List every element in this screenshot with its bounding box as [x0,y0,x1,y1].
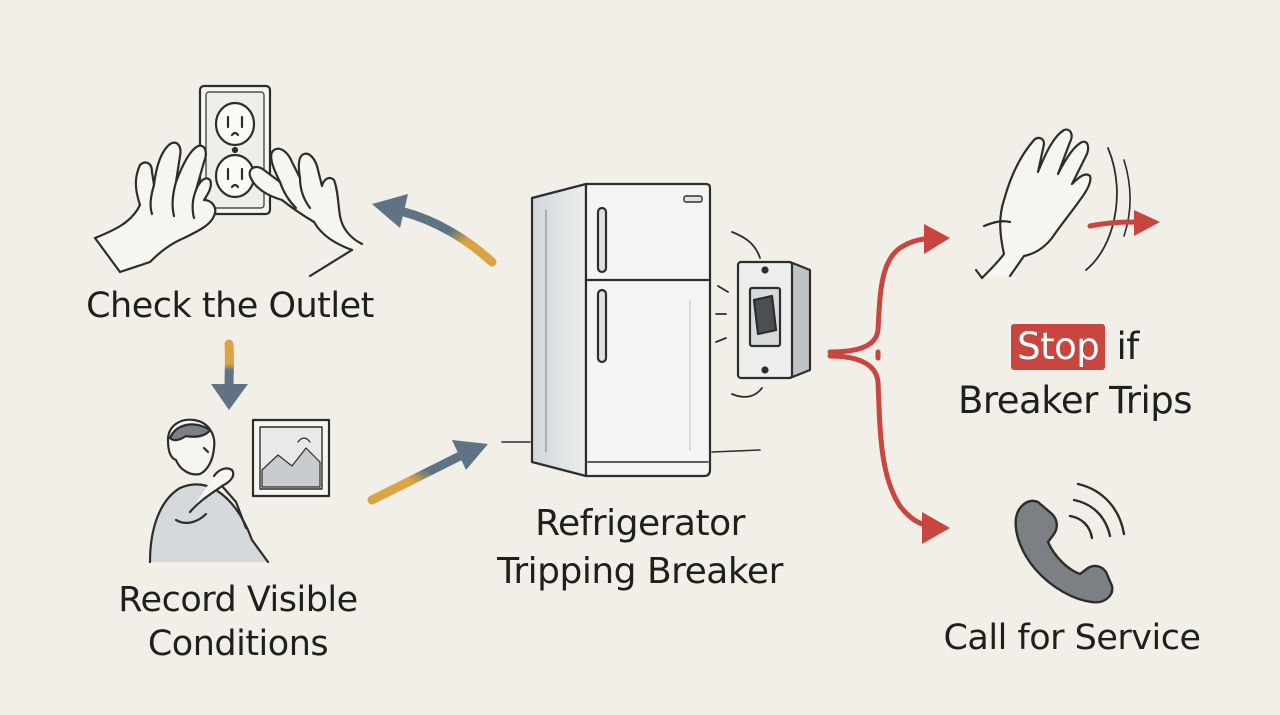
stop-badge: Stop [1011,324,1106,370]
arrow-head-to-stop [924,224,950,254]
record-line-2: Conditions [147,624,329,664]
step-stop-label: Stop if Breaker Trips [930,320,1220,428]
center-topic-label: Refrigerator Tripping Breaker [470,500,810,596]
stop-line-1: Stop if [930,320,1220,374]
person-thinking-icon [148,418,331,564]
step-record-conditions-label: Record Visible Conditions [60,578,416,666]
push-arrow [1087,210,1160,236]
arrow-record-to-fridge [367,440,488,505]
breaker-switch-icon [715,231,812,398]
stop-line-2: Breaker Trips [958,379,1192,422]
stop-hand-icon [974,128,1131,280]
arrow-outlet-to-record [211,339,248,410]
arrow-head-to-call [922,512,950,544]
stop-line-1-rest: if [1116,325,1140,368]
center-line-1: Refrigerator [535,503,745,544]
record-line-1: Record Visible [118,580,358,620]
center-line-2: Tripping Breaker [497,551,783,592]
arrow-fridge-to-outlet [372,194,497,267]
refrigerator-icon [501,182,761,478]
step-call-service-label: Call for Service [943,618,1201,658]
branch-arrows [827,235,939,530]
step-check-outlet-label: Check the Outlet [86,286,374,326]
phone-icon [1014,482,1126,604]
hands-on-outlet-icon [93,84,364,278]
